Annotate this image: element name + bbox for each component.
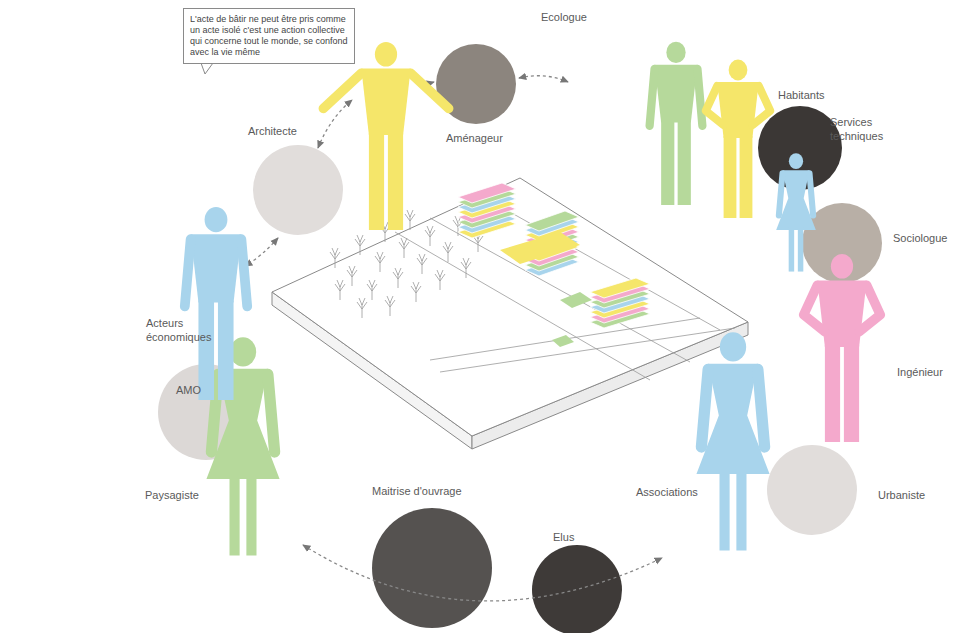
person-silhouette bbox=[776, 153, 816, 271]
tree bbox=[411, 282, 421, 302]
building-link bbox=[552, 335, 574, 347]
tree bbox=[425, 226, 435, 246]
building-floor bbox=[458, 183, 516, 203]
actor-label: Habitants bbox=[778, 88, 824, 102]
tree bbox=[417, 254, 427, 274]
actor-circles bbox=[158, 44, 882, 633]
tree bbox=[367, 280, 377, 300]
tree bbox=[347, 266, 357, 286]
building-link bbox=[500, 232, 580, 264]
actor-label: Sociologue bbox=[893, 231, 947, 245]
tree bbox=[330, 248, 340, 268]
tree bbox=[357, 298, 367, 318]
quote-text: L'acte de bâtir ne peut être pris comme … bbox=[190, 14, 348, 58]
tree bbox=[375, 252, 385, 272]
bubble-tail bbox=[201, 63, 213, 74]
tree bbox=[405, 210, 415, 230]
actor-label: Ingénieur bbox=[897, 365, 943, 379]
person-silhouette bbox=[696, 332, 769, 550]
tree bbox=[335, 280, 345, 300]
building-floor bbox=[525, 211, 579, 231]
tree bbox=[385, 296, 395, 316]
site-plan bbox=[272, 178, 748, 449]
actor-label: Services techniques bbox=[830, 115, 910, 143]
actor-label: Aménageur bbox=[446, 131, 503, 145]
tree bbox=[443, 242, 453, 262]
tree bbox=[393, 268, 403, 288]
building-floor bbox=[590, 278, 650, 298]
actor-label: Associations bbox=[636, 485, 698, 499]
building-link bbox=[560, 292, 592, 308]
person-silhouette bbox=[323, 42, 448, 230]
actor-label: Acteurs économiques bbox=[146, 316, 218, 344]
speech-bubble: L'acte de bâtir ne peut être pris comme … bbox=[183, 8, 355, 64]
tree bbox=[355, 235, 365, 255]
actor-label: Paysagiste bbox=[145, 488, 199, 502]
actor-label: Maitrise d'ouvrage bbox=[372, 484, 462, 498]
actor-label: Ecologue bbox=[541, 10, 587, 24]
tree bbox=[461, 258, 471, 278]
person-silhouette bbox=[185, 207, 247, 400]
person-silhouette bbox=[206, 337, 279, 555]
actor-label: Architecte bbox=[248, 124, 297, 138]
people-silhouettes bbox=[185, 42, 880, 556]
actor-label: AMO bbox=[176, 383, 201, 397]
person-silhouette bbox=[804, 254, 881, 442]
person-silhouette bbox=[650, 42, 703, 205]
actor-label: Elus bbox=[553, 530, 574, 544]
actor-label: Urbaniste bbox=[878, 488, 925, 502]
person-silhouette bbox=[706, 60, 770, 218]
tree bbox=[399, 238, 409, 258]
tree bbox=[435, 270, 445, 290]
